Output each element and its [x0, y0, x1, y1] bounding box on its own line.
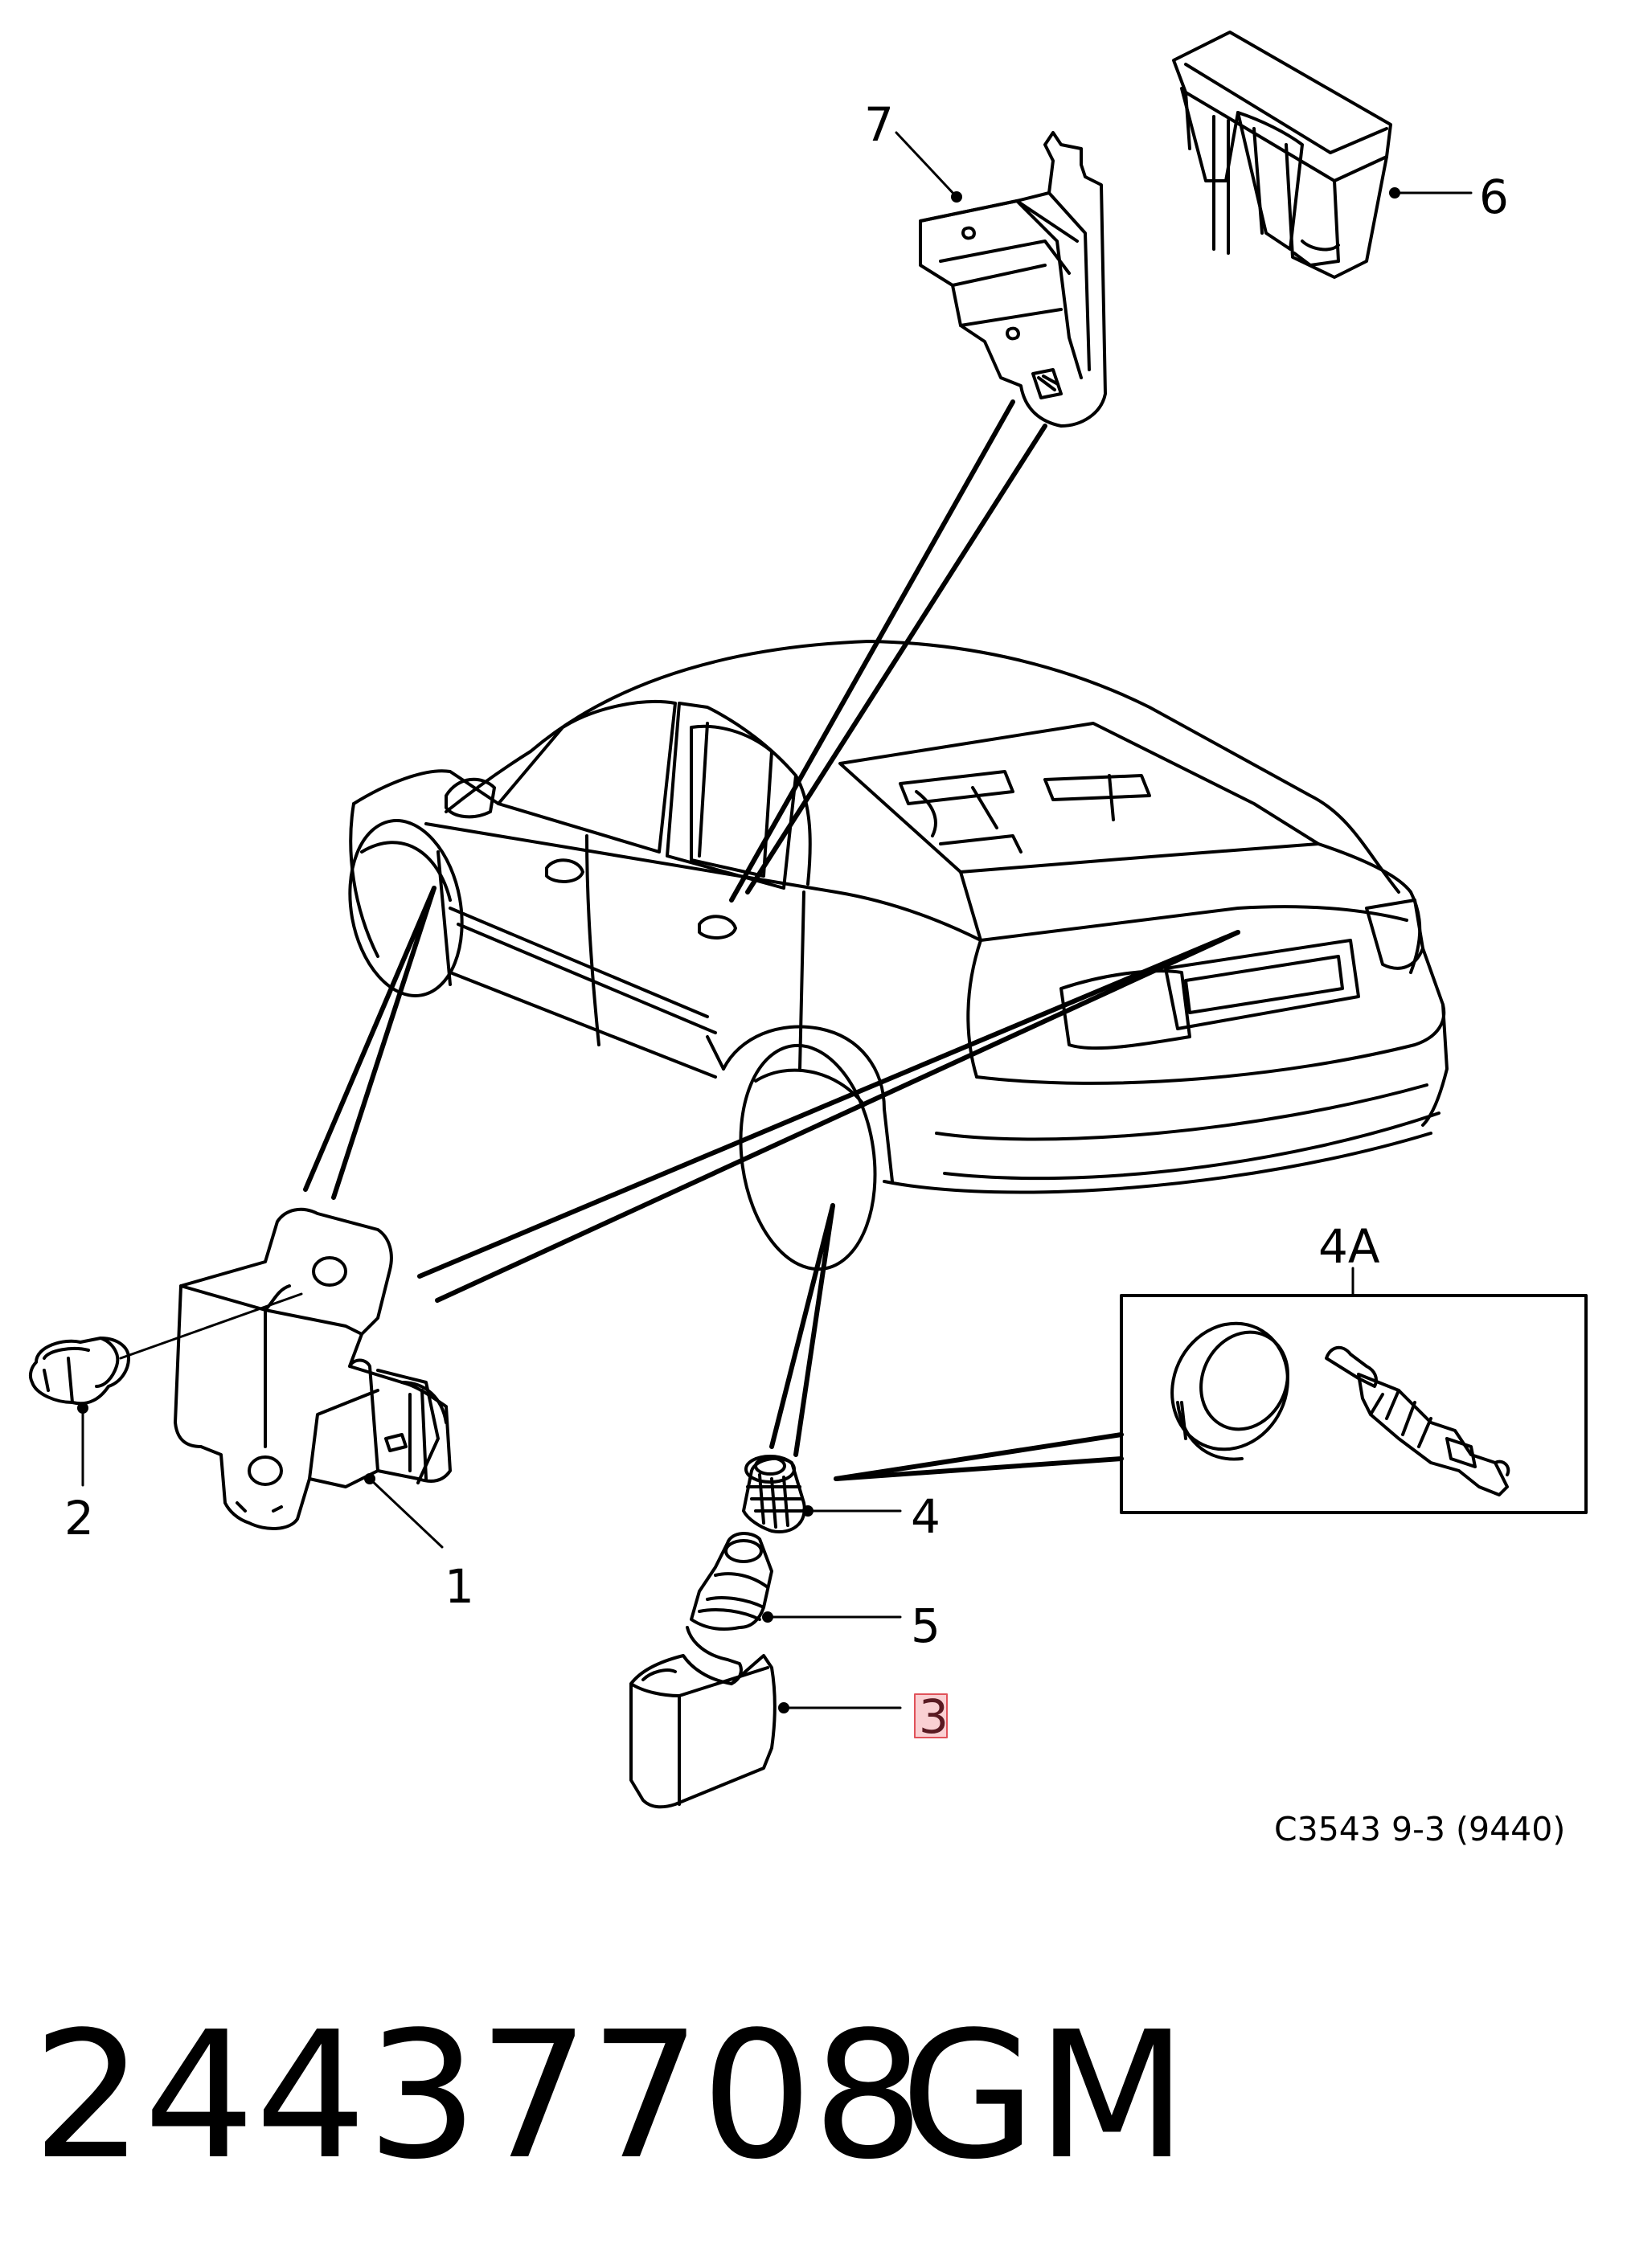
- callout-1: 1: [445, 1559, 474, 1614]
- leader-1: [368, 1477, 444, 1549]
- inset-4a-ring: [1170, 1321, 1289, 1461]
- callout-3: 3: [919, 1689, 949, 1744]
- part-7-bracket: [919, 131, 1107, 428]
- leader-7: [895, 131, 958, 199]
- callout-4a: 4A: [1318, 1219, 1380, 1274]
- part-1-receiver: [174, 1207, 452, 1530]
- callout-7: 7: [864, 97, 894, 152]
- callout-5: 5: [911, 1599, 941, 1653]
- part-6-module: [1172, 31, 1392, 279]
- callout-4: 4: [911, 1489, 941, 1544]
- part-2-bolt: [28, 1292, 303, 1406]
- callout-3-highlight: [914, 1693, 948, 1738]
- part-4-valve-cap: [742, 1455, 806, 1533]
- diagram-reference-code: C3543 9-3 (9440): [1274, 1810, 1566, 1848]
- car-outline: [348, 640, 1449, 1271]
- inset-4a-valve-core: [1325, 1345, 1510, 1496]
- part-number: 24437708: [32, 1995, 924, 2198]
- manufacturer: GM: [900, 1995, 1188, 2198]
- callout-6: 6: [1479, 170, 1509, 224]
- part-3-tpms-sensor: [629, 1654, 777, 1809]
- callout-2: 2: [64, 1491, 94, 1545]
- inset-4a-frame: [1120, 1294, 1588, 1514]
- leader-wedges: [303, 399, 1240, 1481]
